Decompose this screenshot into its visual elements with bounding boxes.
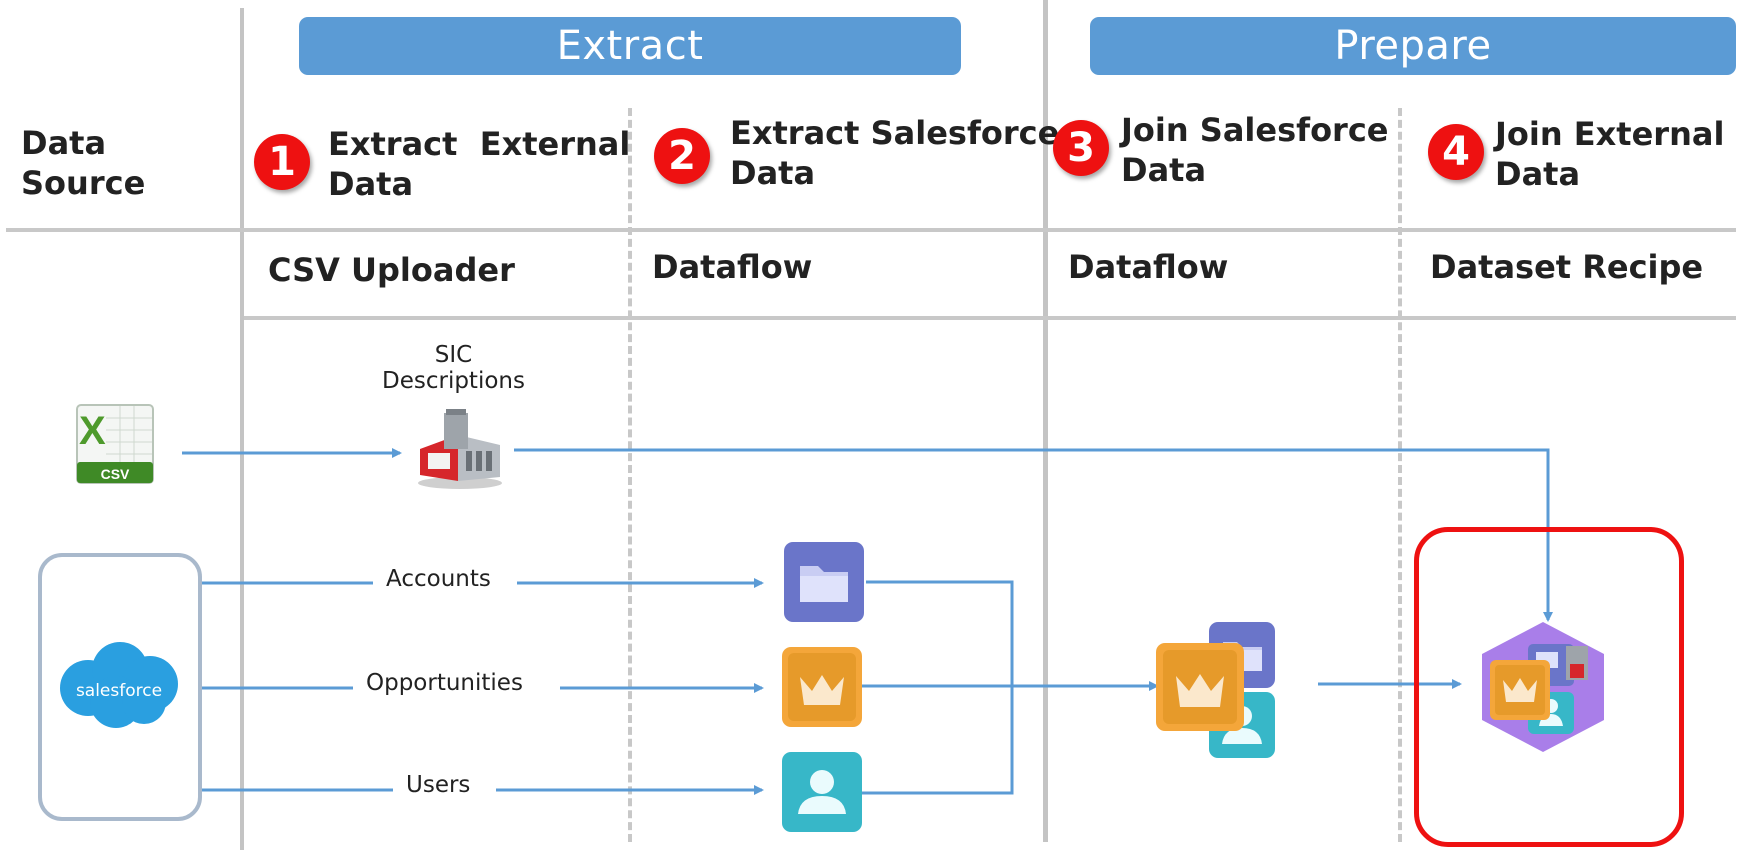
users-label: Users bbox=[400, 772, 477, 798]
step-3-title: Join Salesforce Data bbox=[1121, 111, 1389, 189]
step-4-badge: 4 bbox=[1428, 124, 1484, 180]
accounts-label: Accounts bbox=[380, 566, 497, 592]
excel-csv-icon: X CSV bbox=[76, 404, 154, 484]
users-tile bbox=[782, 752, 862, 832]
divider-step-3-4 bbox=[1398, 108, 1402, 842]
step-2-badge: 2 bbox=[654, 128, 710, 184]
step-3-badge: 3 bbox=[1053, 120, 1109, 176]
step-4-title: Join External Data bbox=[1495, 115, 1725, 193]
folder-icon bbox=[800, 566, 848, 602]
step-1-title: Extract External Data bbox=[328, 125, 631, 203]
users-to-join bbox=[862, 686, 1014, 795]
tool-dataflow-join: Dataflow bbox=[1068, 248, 1229, 286]
sic-to-recipe-arrow bbox=[514, 448, 1553, 622]
extract-phase-label: Extract bbox=[556, 23, 704, 69]
crown-icon bbox=[788, 653, 856, 721]
salesforce-logo-text: salesforce bbox=[76, 681, 162, 701]
accounts-folder-tile bbox=[784, 542, 864, 622]
divider-phase bbox=[1043, 0, 1048, 842]
crown-icon bbox=[1163, 650, 1237, 724]
tool-dataflow-extract: Dataflow bbox=[652, 248, 813, 286]
tool-divider bbox=[244, 316, 1736, 320]
prepare-phase-label: Prepare bbox=[1334, 23, 1492, 69]
joined-opportunities-tile bbox=[1156, 643, 1244, 731]
user-icon bbox=[798, 770, 846, 814]
step-1-badge: 1 bbox=[254, 134, 310, 190]
step-2-title: Extract Salesforce Data bbox=[730, 114, 1060, 192]
factory-icon bbox=[418, 409, 502, 489]
extract-phase-bar: Extract bbox=[299, 17, 961, 75]
accounts-to-join bbox=[866, 580, 1014, 686]
opportunities-label: Opportunities bbox=[360, 670, 529, 696]
sic-descriptions-label: SIC Descriptions bbox=[382, 342, 525, 394]
opportunities-tile bbox=[782, 647, 862, 727]
excel-glyph: X bbox=[79, 409, 106, 453]
tool-csv-uploader: CSV Uploader bbox=[268, 251, 515, 289]
data-source-heading: Data Source bbox=[21, 124, 146, 202]
divider-source bbox=[240, 8, 244, 850]
tool-dataset-recipe: Dataset Recipe bbox=[1430, 248, 1704, 286]
prepare-phase-bar: Prepare bbox=[1090, 17, 1736, 75]
divider-step-1-2 bbox=[628, 108, 632, 842]
salesforce-cloud-icon: salesforce bbox=[60, 642, 178, 728]
hexagon-dataset-icon bbox=[1482, 622, 1604, 752]
header-divider bbox=[6, 228, 1736, 232]
csv-badge-text: CSV bbox=[101, 466, 130, 482]
